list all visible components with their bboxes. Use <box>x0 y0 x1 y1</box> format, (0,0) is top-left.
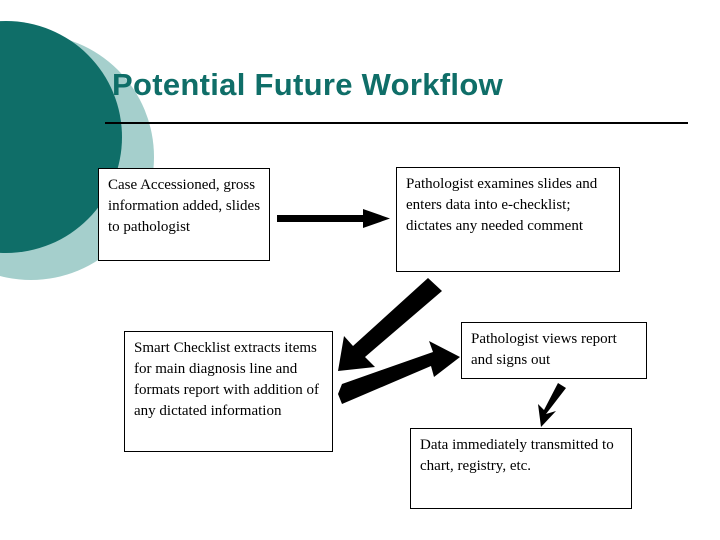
arrow-accession-to-examine <box>277 209 390 228</box>
flow-box-examine: Pathologist examines slides and enters d… <box>396 167 620 272</box>
arrow-checklist-to-views <box>338 341 460 404</box>
flow-box-accession: Case Accessioned, gross information adde… <box>98 168 270 261</box>
page-title: Potential Future Workflow <box>112 67 503 102</box>
flow-box-checklist: Smart Checklist extracts items for main … <box>124 331 333 452</box>
arrow-views-to-transmit <box>538 383 566 427</box>
arrow-examine-to-checklist <box>338 278 442 371</box>
title-underline-rule <box>105 122 688 124</box>
flow-box-views: Pathologist views report and signs out <box>461 322 647 379</box>
flow-box-transmit: Data immediately transmitted to chart, r… <box>410 428 632 509</box>
